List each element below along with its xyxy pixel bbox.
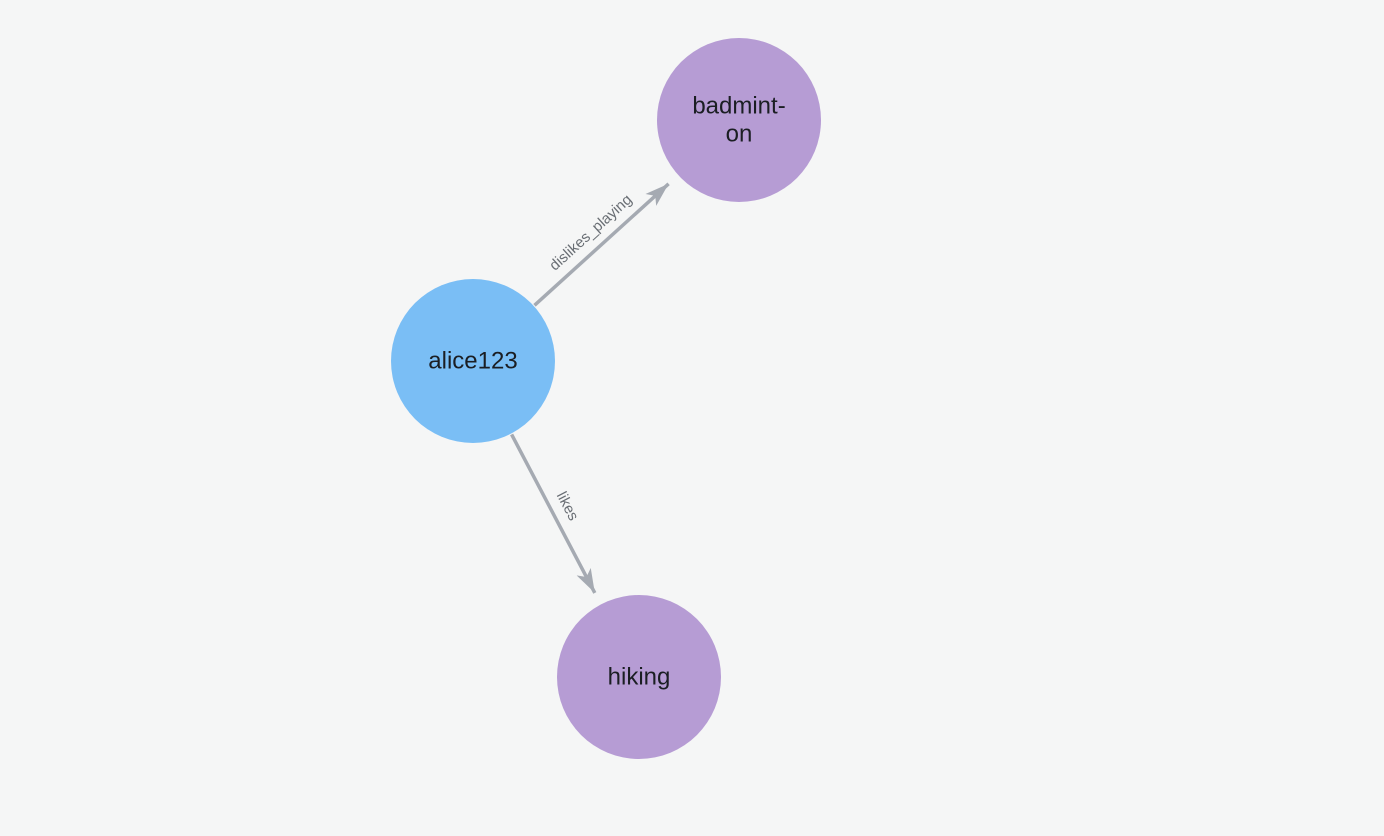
edge-label: dislikes_playing	[546, 191, 635, 274]
edge-line[interactable]	[533, 182, 670, 307]
graph-node-badminton[interactable]: badmint-on	[657, 38, 821, 202]
node-circle[interactable]	[657, 38, 821, 202]
node-caption: alice123	[428, 348, 517, 375]
node-caption: hiking	[608, 664, 671, 691]
node-caption: badmint-on	[692, 93, 785, 148]
node-circle[interactable]	[391, 279, 555, 443]
graph-edge-likes[interactable]: likes	[510, 433, 597, 594]
node-circle[interactable]	[557, 595, 721, 759]
graph-node-alice123[interactable]: alice123	[391, 279, 555, 443]
graph-node-hiking[interactable]: hiking	[557, 595, 721, 759]
graph-edge-dislikes_playing[interactable]: dislikes_playing	[533, 182, 670, 307]
edge-line[interactable]	[510, 433, 597, 594]
